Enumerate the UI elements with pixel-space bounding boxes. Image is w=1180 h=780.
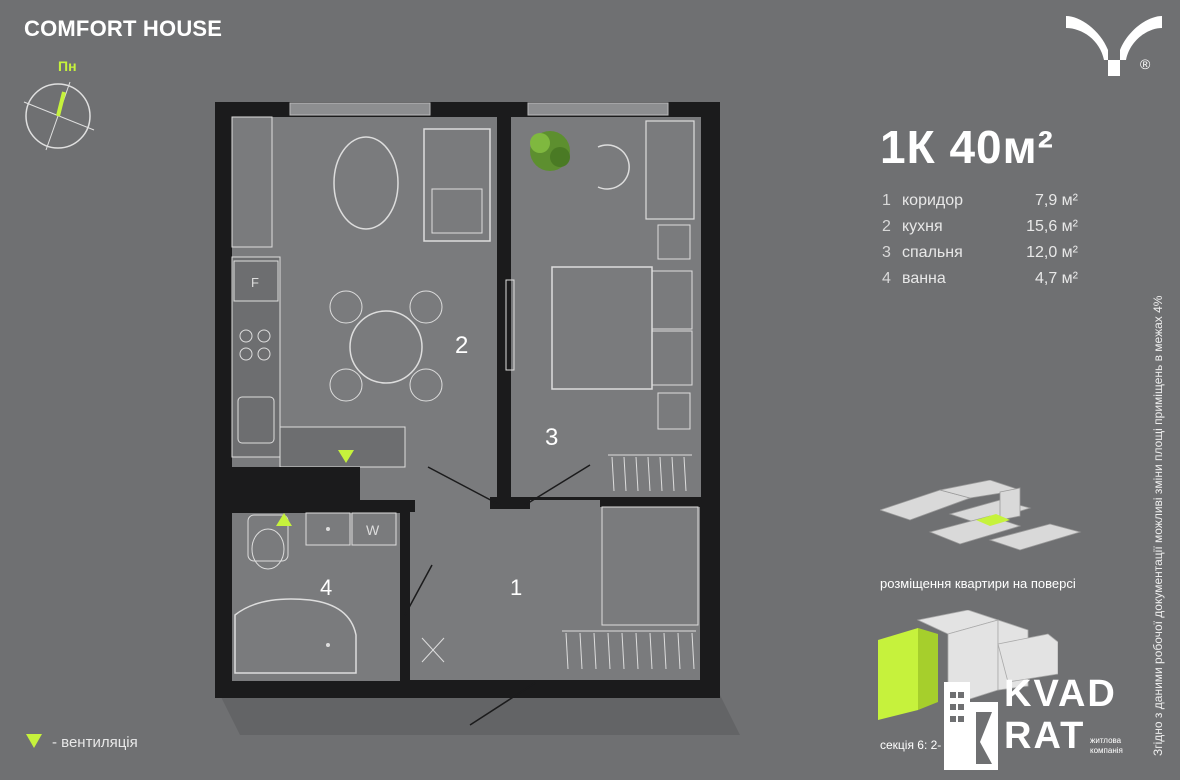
room-label-2: 2 xyxy=(455,332,468,359)
developer-tag-1: житлова xyxy=(1090,736,1122,745)
room-name: спальня xyxy=(902,244,963,261)
dining-table xyxy=(349,310,423,384)
room-number: 1 xyxy=(882,192,891,209)
floor-location-map xyxy=(880,480,1082,551)
bedroom-floor xyxy=(511,117,701,497)
room-label-4: 4 xyxy=(320,575,332,600)
fridge-label: F xyxy=(251,275,259,290)
fridge xyxy=(233,260,279,302)
developer-logo-icon xyxy=(944,682,998,770)
room-label-1: 1 xyxy=(510,575,522,600)
ventilation-legend-icon xyxy=(26,734,42,748)
room-area: 4,7 м² xyxy=(1034,270,1078,287)
bathtub xyxy=(234,598,357,674)
room-name: кухня xyxy=(902,218,943,235)
area-note-text: Згідно з даними робочої документації мож… xyxy=(1151,295,1165,756)
developer-tag-2: компанія xyxy=(1090,746,1123,755)
building-illustration xyxy=(878,610,1058,720)
compass-label: Пн xyxy=(58,58,77,74)
room-area: 12,0 м² xyxy=(1026,244,1078,261)
room-number: 2 xyxy=(882,218,891,235)
developer-name-2: RAT xyxy=(1004,715,1086,757)
bathroom-floor xyxy=(232,513,400,681)
developer-tag: житлова компанія xyxy=(1090,736,1123,756)
developer-logo: KVAD RAT житлова компанія xyxy=(940,672,1123,772)
legend-text: - вентиляція xyxy=(52,734,138,751)
registered-mark: ® xyxy=(1140,56,1151,72)
apartment-title: 1К 40м² xyxy=(880,121,1054,173)
brand-title: COMFORT HOUSE xyxy=(24,16,223,41)
floor-plan: F 2 3 W xyxy=(215,102,740,735)
room-number: 4 xyxy=(882,270,891,287)
room-label-3: 3 xyxy=(545,424,558,451)
room-number: 3 xyxy=(882,244,891,261)
room-area: 15,6 м² xyxy=(1026,218,1078,235)
section-text: секція 6: 2- xyxy=(880,738,942,752)
ventilation-icon xyxy=(338,450,354,463)
developer-name-1: KVAD xyxy=(1004,673,1117,715)
plant-icon xyxy=(530,131,570,171)
sofa xyxy=(423,128,491,242)
washer-label: W xyxy=(366,522,380,538)
washer xyxy=(351,512,397,546)
room-name: коридор xyxy=(902,192,964,209)
room-name: ванна xyxy=(902,270,946,287)
ventilation-icon-bath xyxy=(276,513,292,526)
room-area: 7,9 м² xyxy=(1034,192,1078,209)
compass-icon xyxy=(23,81,95,151)
floor-caption: розміщення квартири на поверсі xyxy=(880,576,1076,591)
area-note: Згідно з даними робочої документації мож… xyxy=(1151,295,1165,756)
corridor-floor xyxy=(410,500,700,680)
brand-logo-icon xyxy=(1066,16,1162,76)
